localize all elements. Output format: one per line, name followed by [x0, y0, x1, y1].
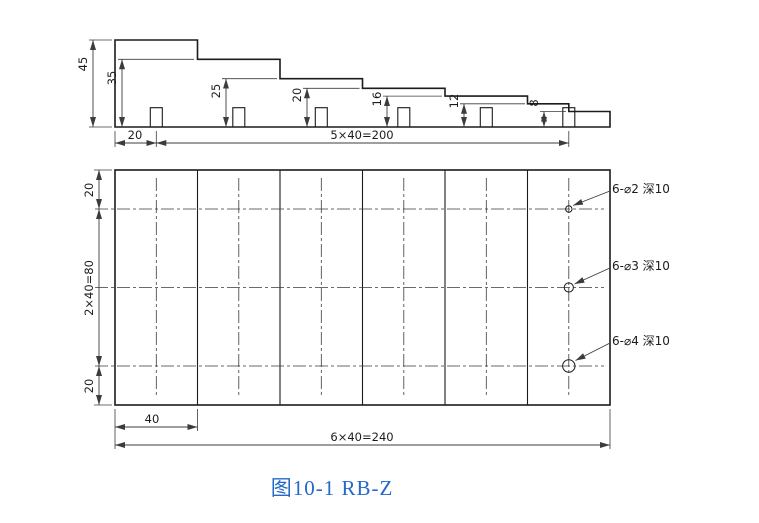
dim-height-12: 12	[447, 94, 461, 109]
dim-row-pitch-80: 2×40=80	[82, 260, 96, 316]
front-view-height-dimensions: 45 35 25 20 16 12 8	[76, 39, 566, 128]
dim-height-16: 16	[370, 92, 384, 107]
dim-height-35: 35	[105, 71, 119, 86]
dim-hole-pitch-200: 5×40=200	[330, 128, 393, 142]
hole-d4	[562, 359, 576, 373]
plan-centerlines	[95, 178, 604, 397]
hole-d3	[563, 282, 574, 293]
plan-bottom-dimensions: 40 6×40=240	[114, 409, 611, 449]
front-view-hole-slots	[149, 107, 576, 127]
dim-height-20: 20	[290, 88, 304, 103]
hole-callouts: 6-⌀2 深10 6-⌀3 深10 6-⌀4 深10	[572, 182, 670, 361]
dim-row-bottom-20: 20	[82, 379, 96, 394]
stepped-profile-outline	[114, 39, 611, 128]
hole-d2	[565, 205, 573, 213]
plan-left-dimensions: 20 2×40=80 20	[82, 169, 112, 406]
front-view-bottom-dimensions: 20 5×40=200	[114, 128, 570, 147]
hole-label-d2: 6-⌀2 深10	[612, 182, 670, 196]
plan-hole-circles	[562, 205, 576, 373]
dim-row-top-20: 20	[82, 183, 96, 198]
dim-height-45: 45	[76, 57, 90, 72]
dim-total-length-240: 6×40=240	[330, 430, 393, 444]
front-view: 45 35 25 20 16 12 8 20 5×	[76, 39, 611, 147]
dim-height-25: 25	[209, 84, 223, 99]
dim-height-8: 8	[527, 99, 541, 106]
figure-caption: 图10-1 RB-Z	[271, 476, 394, 500]
dim-step-width-40: 40	[145, 412, 160, 426]
dim-edge-offset-20: 20	[128, 128, 143, 142]
plan-view: 6-⌀2 深10 6-⌀3 深10 6-⌀4 深10 20 2×40=80 20…	[82, 169, 670, 449]
hole-label-d4: 6-⌀4 深10	[612, 334, 670, 348]
hole-label-d3: 6-⌀3 深10	[612, 259, 670, 273]
